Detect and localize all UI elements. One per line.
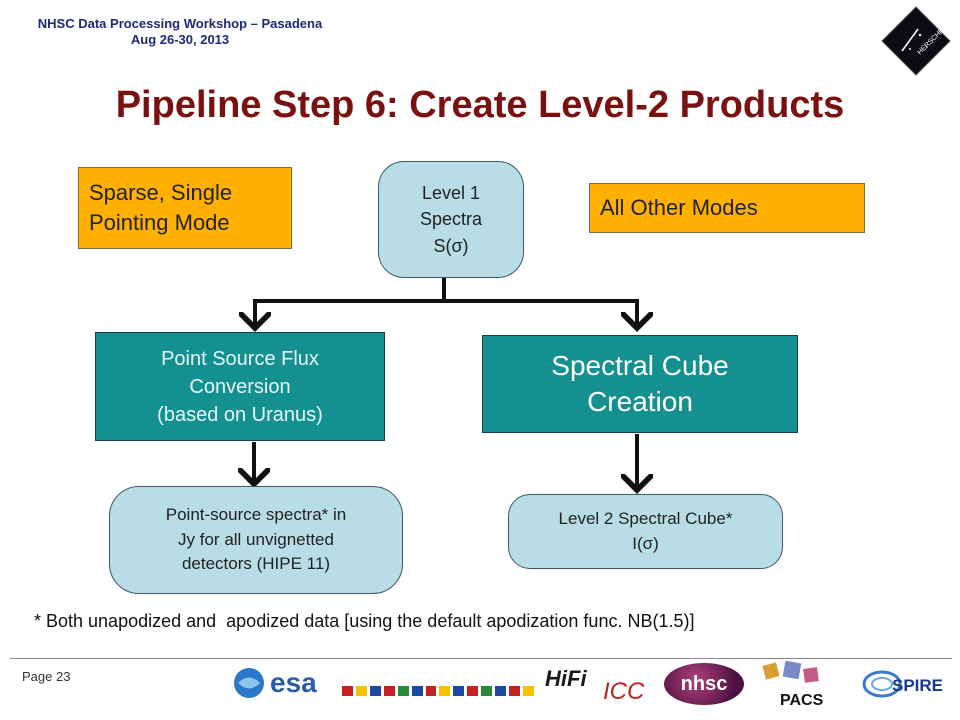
point-source-conversion-node: Point Source Flux Conversion (based on U… — [95, 332, 385, 441]
other-modes-label: All Other Modes — [589, 183, 865, 233]
spire-logo-text: SPIRE — [892, 676, 944, 695]
nhsc-logo-text: nhsc — [680, 672, 728, 695]
spectral-cube-creation-node: Spectral Cube Creation — [482, 335, 798, 433]
esa-logo: esa — [232, 666, 342, 700]
point-source-spectra-node: Point-source spectra* in Jy for all unvi… — [109, 486, 403, 594]
footer-divider — [10, 658, 952, 659]
branch-right-arrow — [444, 299, 637, 328]
hifi-icc-logo: HiFi ICC — [545, 664, 655, 706]
level2-cube-node: Level 2 Spectral Cube* I(σ) — [508, 494, 783, 569]
workshop-dates: Aug 26-30, 2013 — [130, 32, 230, 47]
esa-globe-icon — [234, 668, 264, 698]
icc-logo-text: ICC — [603, 678, 645, 705]
slide-title: Pipeline Step 6: Create Level-2 Products — [115, 84, 845, 126]
workshop-header: NHSC Data Processing Workshop – Pasadena — [37, 16, 323, 31]
pacs-logo-text: PACS — [780, 692, 824, 709]
pacs-logo-icon — [758, 660, 826, 690]
spire-logo: SPIRE — [862, 664, 952, 704]
level1-spectra-node: Level 1 Spectra S(σ) — [378, 161, 524, 278]
esa-logo-text: esa — [270, 667, 317, 698]
footnote: * Both unapodized and apodized data [usi… — [34, 611, 695, 631]
nhsc-logo: nhsc — [664, 663, 744, 705]
sparse-mode-label: Sparse, Single Pointing Mode — [78, 167, 292, 249]
spire-swirl-icon — [862, 670, 902, 698]
herschel-logo-icon: HERSCHEL — [881, 6, 951, 76]
hifi-logo-text: HiFi — [545, 666, 587, 691]
page-number: Page 23 — [22, 669, 71, 684]
branch-left-arrow — [255, 299, 444, 328]
eu-flags-icon — [342, 686, 534, 696]
